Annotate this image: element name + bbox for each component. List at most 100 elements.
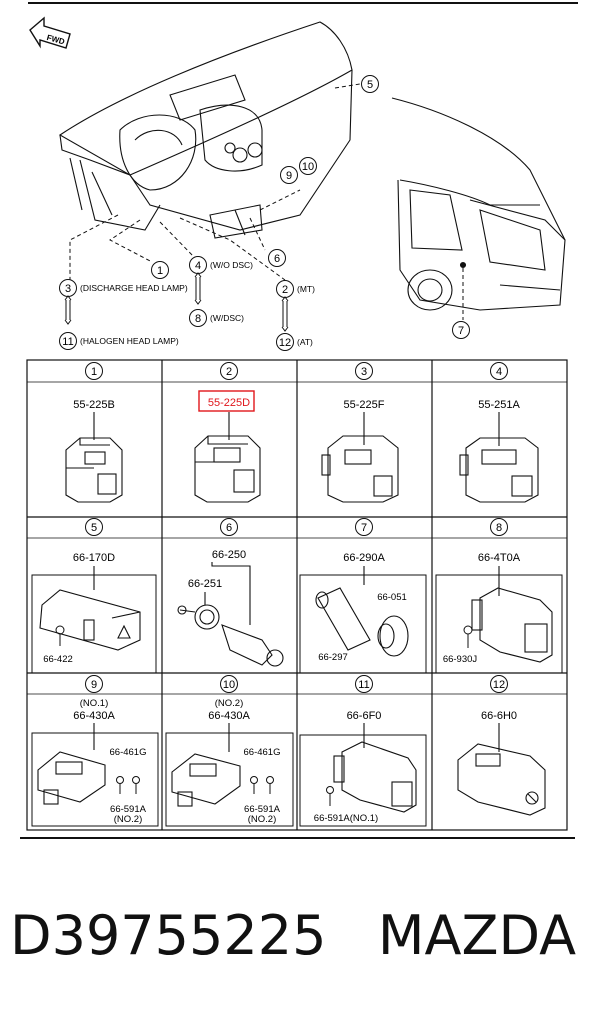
cell-number-10: 10 — [220, 675, 238, 693]
subpart-box — [299, 734, 427, 827]
screw-icon — [463, 625, 473, 648]
svg-text:1: 1 — [157, 265, 163, 277]
part-label: 66-170D — [73, 552, 115, 564]
cell-number-11: 11 — [355, 675, 373, 693]
hazard-switch-drawing — [39, 566, 141, 651]
cigar-lighter-drawing — [315, 566, 409, 657]
svg-text:(HALOGEN HEAD LAMP): (HALOGEN HEAD LAMP) — [80, 336, 179, 346]
cell-number-4: 4 — [490, 362, 508, 380]
part-label: 55-225B — [73, 399, 115, 411]
switch-part-drawing — [65, 412, 123, 503]
callout-4: 4 (W/O DSC) — [189, 256, 253, 274]
switch-part-drawing — [471, 566, 553, 663]
callout-1: 1 — [151, 261, 169, 279]
part-label: 66-250 — [212, 549, 246, 561]
switch-part-drawing — [457, 723, 546, 816]
cell-number-8: 8 — [490, 518, 508, 536]
svg-text:11: 11 — [62, 336, 73, 348]
callout-10: 10 — [299, 157, 317, 175]
callout-2: 2 (MT) — [276, 280, 315, 298]
part-label: (NO.1) — [80, 698, 109, 709]
part-label: 66-422 — [43, 654, 73, 665]
svg-text:9: 9 — [91, 679, 97, 691]
callout-7: 7 — [452, 321, 470, 339]
svg-text:12: 12 — [279, 337, 291, 349]
part-label: (NO.2) — [114, 814, 143, 825]
svg-text:2: 2 — [282, 284, 288, 296]
svg-text:6: 6 — [226, 522, 232, 534]
svg-text:9: 9 — [286, 170, 292, 182]
parts-grid — [26, 359, 568, 831]
part-label: 55-225F — [344, 399, 385, 411]
subpart-box — [299, 574, 427, 674]
part-label: 66-6F0 — [347, 710, 382, 722]
callout-5: 5 — [361, 75, 379, 93]
svg-text:4: 4 — [496, 366, 502, 378]
cell-number-9: 9 — [85, 675, 103, 693]
part-label: 66-430A — [208, 710, 250, 722]
part-label: 66-591A — [244, 804, 281, 815]
svg-text:5: 5 — [91, 522, 97, 534]
svg-text:(AT): (AT) — [297, 337, 313, 347]
callout-11: 11 (HALOGEN HEAD LAMP) — [59, 332, 179, 350]
switch-part-drawing — [459, 412, 539, 503]
part-label: 66-461G — [110, 747, 147, 758]
subpart-box — [31, 732, 159, 827]
part-label: 66-930J — [443, 654, 478, 665]
part-label: 66-591A(NO.1) — [314, 813, 378, 824]
svg-text:7: 7 — [458, 325, 464, 337]
part-label: 66-6H0 — [481, 710, 517, 722]
svg-text:11: 11 — [358, 679, 369, 691]
part-label: 66-297 — [318, 652, 348, 663]
part-label-highlighted: 55-225D — [208, 397, 250, 409]
cell-number-2: 2 — [220, 362, 238, 380]
dashboard-illustration — [58, 21, 353, 239]
part-label: 66-251 — [188, 578, 222, 590]
part-label: 66-051 — [377, 592, 407, 603]
callout-9: 9 — [280, 166, 298, 184]
screw-icon — [326, 786, 334, 806]
highlight-box — [198, 390, 255, 412]
svg-text:(W/DSC): (W/DSC) — [210, 313, 244, 323]
callout-3: 3 (DISCHARGE HEAD LAMP) — [59, 279, 188, 297]
callout-8: 8 (W/DSC) — [189, 309, 244, 327]
cell-number-7: 7 — [355, 518, 373, 536]
cell-number-5: 5 — [85, 518, 103, 536]
part-label: 66-461G — [244, 747, 281, 758]
part-label: 55-251A — [478, 399, 520, 411]
power-window-switch-drawing — [37, 723, 106, 805]
part-label: (NO.2) — [248, 814, 277, 825]
part-label: 66-591A — [110, 804, 147, 815]
part-number-caption: D39755225 MAZDA — [10, 904, 577, 967]
callout-12: 12 (AT) — [276, 333, 313, 351]
svg-text:(DISCHARGE HEAD LAMP): (DISCHARGE HEAD LAMP) — [80, 283, 188, 293]
part-label: (NO.2) — [215, 698, 244, 709]
svg-text:(MT): (MT) — [297, 284, 315, 294]
cell-number-6: 6 — [220, 518, 238, 536]
svg-text:6: 6 — [274, 253, 280, 265]
leader-lines — [69, 83, 361, 281]
vehicle-rear-illustration — [391, 97, 566, 311]
screw-icon — [250, 776, 274, 794]
socket-drawing — [177, 562, 284, 667]
cell-number-1: 1 — [85, 362, 103, 380]
svg-text:3: 3 — [65, 283, 71, 295]
cell-number-12: 12 — [490, 675, 508, 693]
svg-text:12: 12 — [493, 679, 505, 691]
switch-part-drawing — [333, 723, 417, 813]
svg-text:3: 3 — [361, 366, 367, 378]
svg-text:2: 2 — [226, 366, 232, 378]
svg-text:10: 10 — [223, 679, 235, 691]
screw-icon — [55, 625, 65, 646]
switch-part-drawing — [194, 412, 261, 503]
screw-icon — [116, 776, 140, 794]
switch-part-drawing — [321, 412, 399, 503]
cell-number-3: 3 — [355, 362, 373, 380]
svg-text:7: 7 — [361, 522, 367, 534]
callout-6: 6 — [268, 249, 286, 267]
svg-text:(W/O DSC): (W/O DSC) — [210, 260, 253, 270]
svg-text:8: 8 — [496, 522, 502, 534]
svg-text:4: 4 — [195, 260, 201, 272]
svg-text:5: 5 — [367, 79, 373, 91]
part-label: 66-430A — [73, 710, 115, 722]
